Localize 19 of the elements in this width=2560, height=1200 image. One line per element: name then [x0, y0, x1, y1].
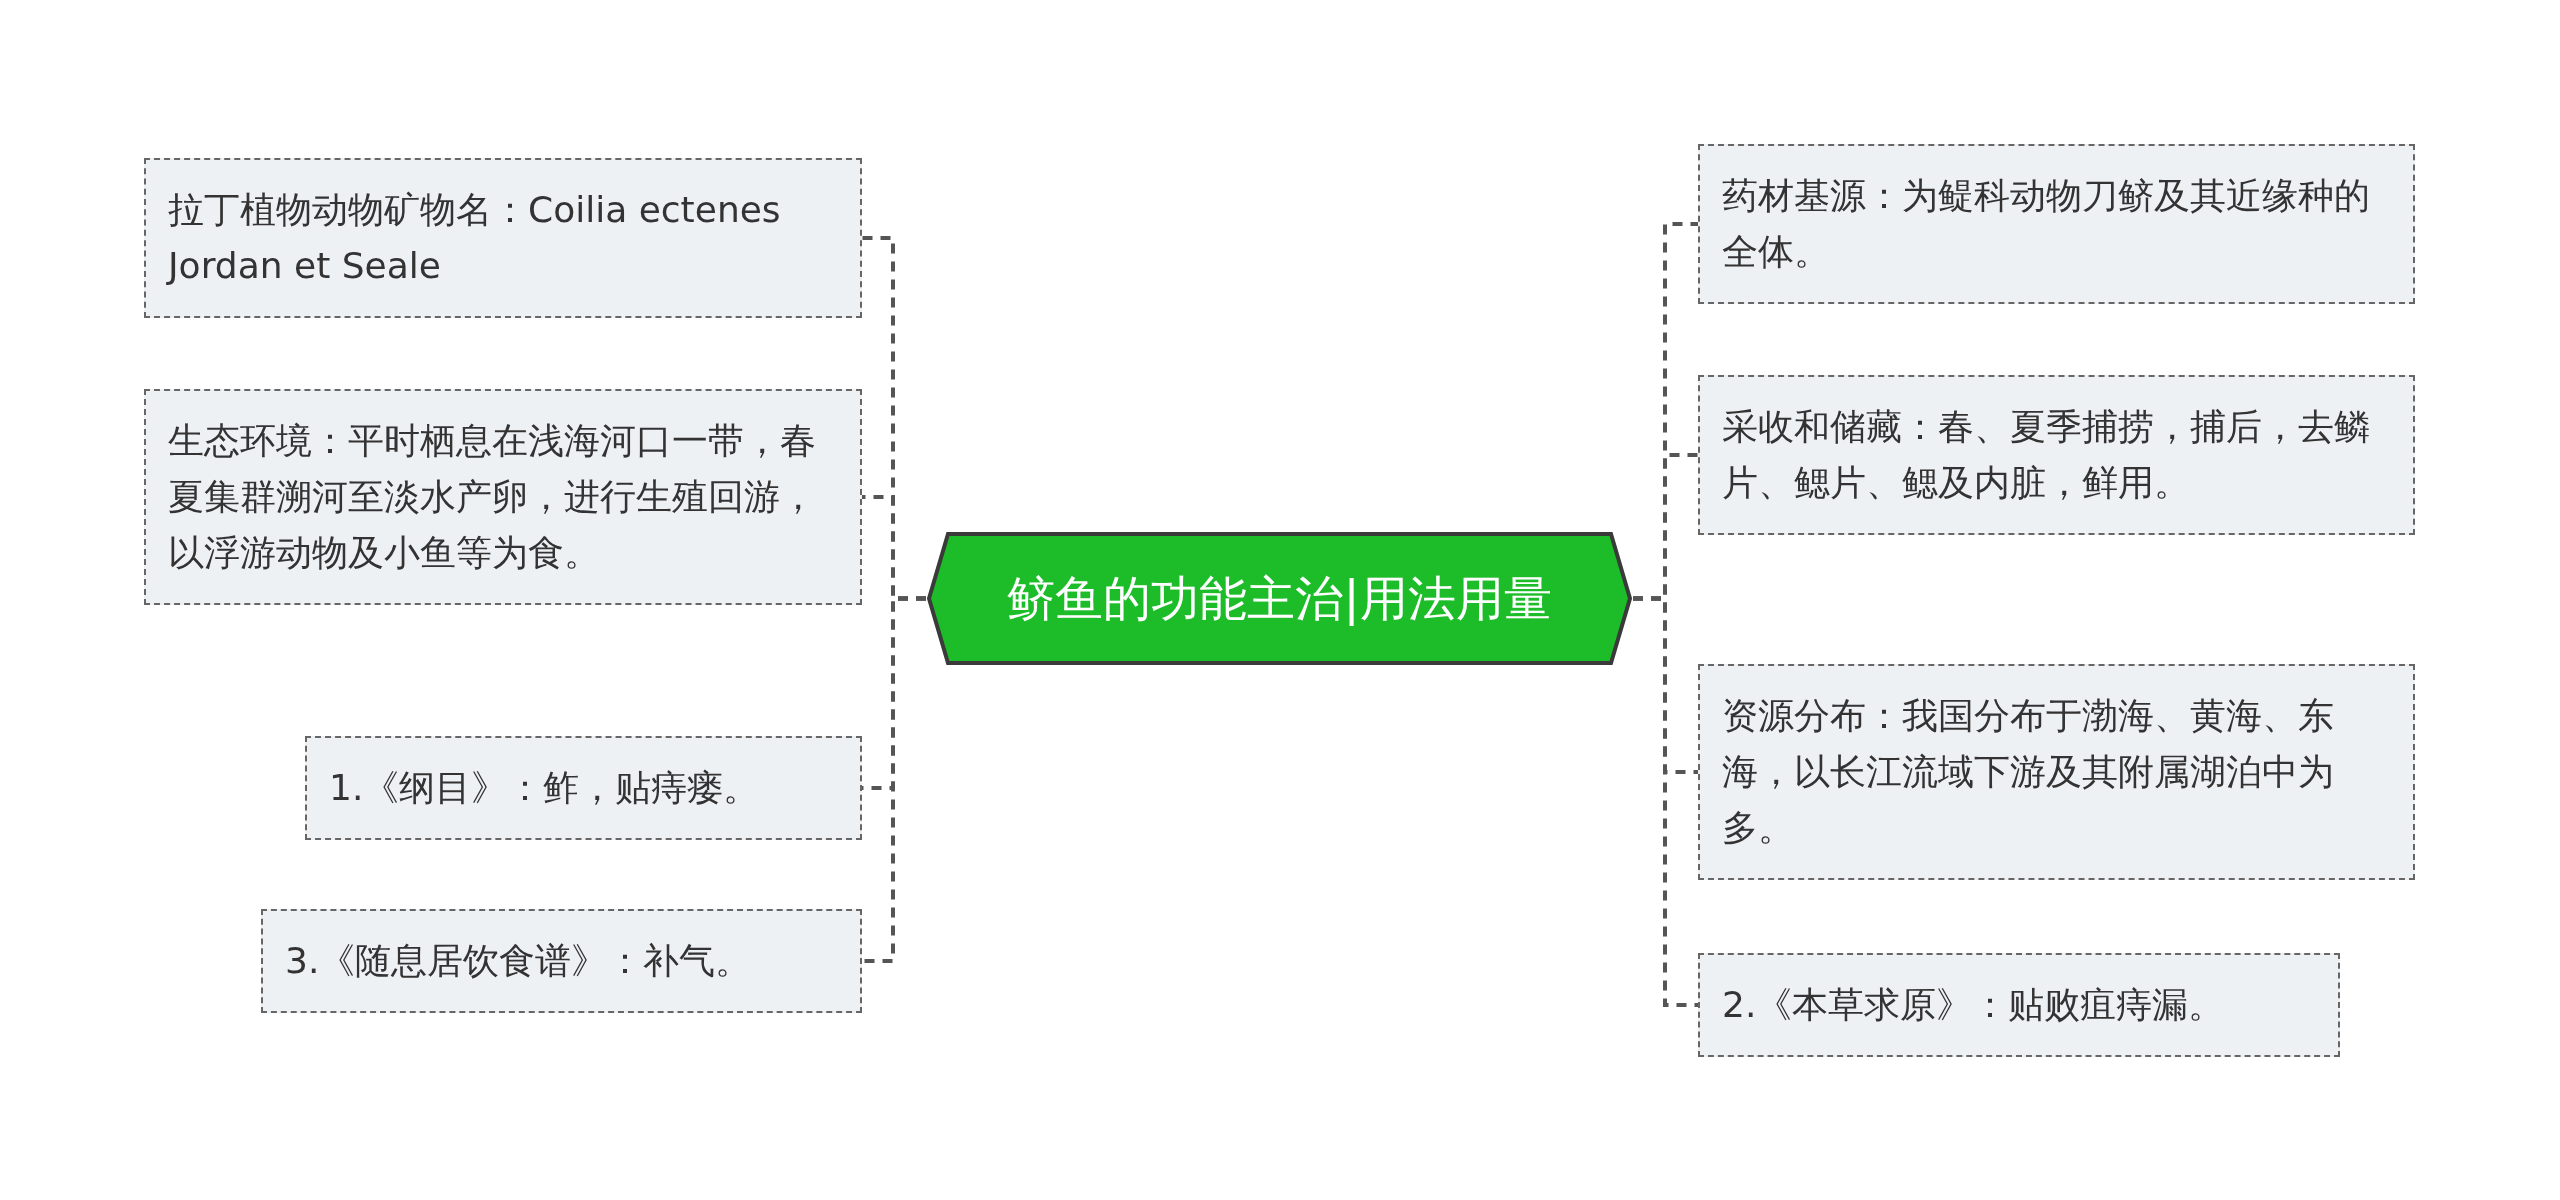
- topic-text: 生态环境：平时栖息在浅海河口一带，春夏集群溯河至淡水产卵，进行生殖回游，以浮游动物及小鱼等为食。: [168, 419, 817, 575]
- topic-text: 药材基源：为鳀科动物刀鲚及其近缘种的全体。: [1722, 174, 2371, 274]
- topic-box: [1698, 664, 2415, 880]
- connector-line: [862, 596, 926, 963]
- connector-line: [1633, 596, 1698, 1007]
- topic-text: 1.《纲目》：鲊，贴痔瘘。: [329, 766, 761, 810]
- topic-box: [305, 736, 862, 840]
- topic-box: [1698, 375, 2415, 535]
- topic-box: [144, 389, 862, 605]
- topic-box: [261, 909, 862, 1013]
- topic-text: 3.《随息居饮食谱》：补气。: [285, 939, 753, 983]
- topic-text: 拉丁植物动物矿物名：Coilia ectenes Jordan et Seale: [168, 188, 782, 288]
- topic-box: [1698, 144, 2415, 304]
- topic-box: [144, 158, 862, 318]
- topic-text: 2.《本草求原》：贴败疽痔漏。: [1722, 983, 2226, 1027]
- topic-box: [1698, 953, 2340, 1057]
- topic-text: 资源分布：我国分布于渤海、黄海、东海，以长江流域下游及其附属湖泊中为多。: [1722, 694, 2335, 850]
- central-topic-text: 鲚鱼的功能主治|用法用量: [1007, 568, 1552, 628]
- topic-text: 采收和储藏：春、夏季捕捞，捕后，去鳞片、鳃片、鳃及内脏，鲜用。: [1722, 405, 2371, 505]
